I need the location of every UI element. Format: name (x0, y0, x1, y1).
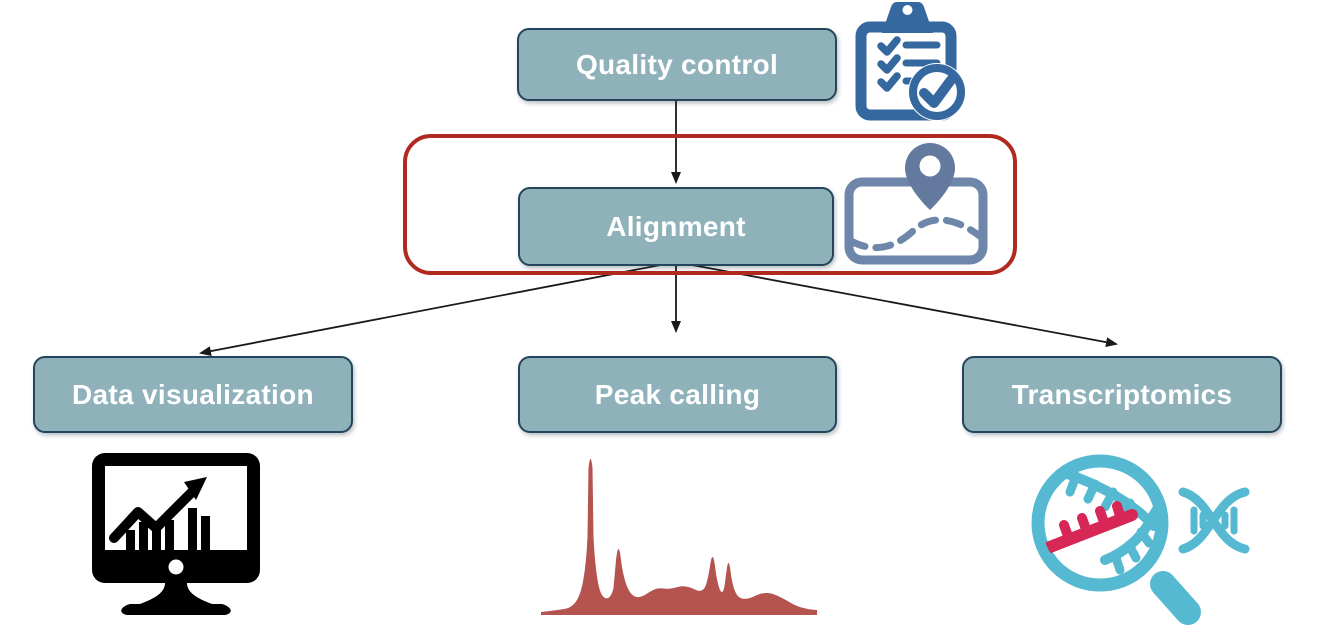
node-label: Peak calling (594, 378, 761, 410)
node-peak-calling: Peak calling (518, 356, 837, 433)
node-label: Alignment (606, 210, 746, 242)
node-alignment: Alignment (518, 187, 834, 266)
node-data-visualization: Data visualization (33, 356, 353, 433)
magnifier-dna-icon (1031, 454, 1250, 625)
node-label: Data visualization (72, 378, 314, 410)
monitor-chart-icon (92, 453, 260, 615)
edge-alignment-to-data-visualization (199, 261, 677, 357)
node-quality-control: Quality control (517, 28, 837, 101)
coverage-peaks-icon (541, 459, 817, 615)
node-label: Transcriptomics (1011, 378, 1233, 410)
node-label: Quality control (575, 48, 779, 80)
node-transcriptomics: Transcriptomics (962, 356, 1282, 433)
map-location-pin-icon (844, 143, 988, 265)
clipboard-checklist-icon (855, 2, 966, 121)
